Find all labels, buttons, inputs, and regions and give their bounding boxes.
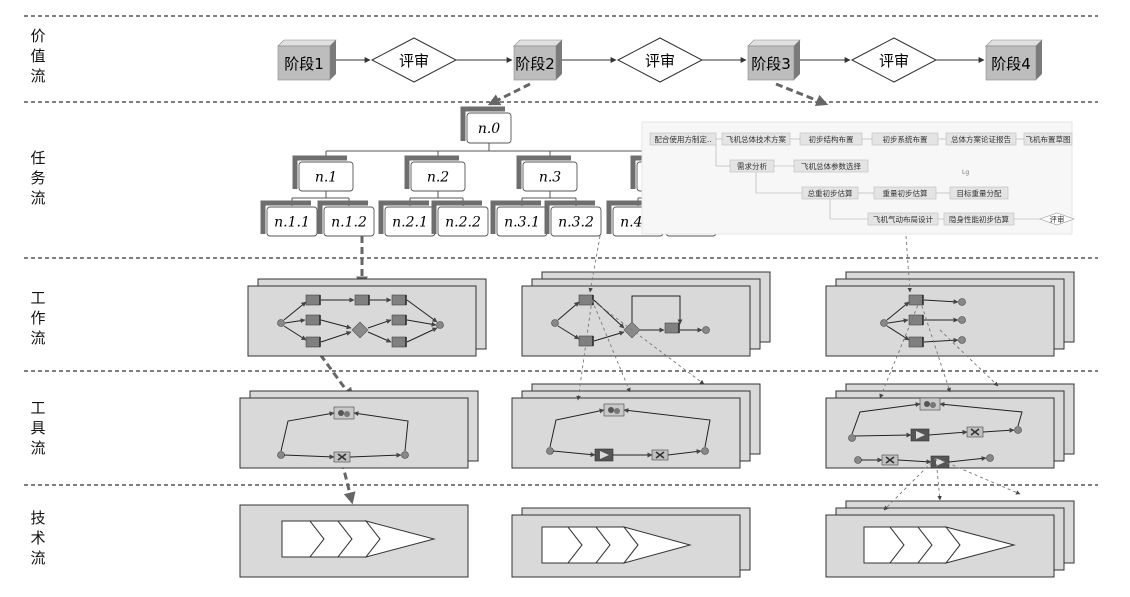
work-panel-3 [825,271,1075,357]
stage-4-box: 阶段4 [985,39,1043,81]
process-step-r4-3: 评审 [1039,212,1075,226]
svg-text:初步系统布置: 初步系统布置 [883,134,928,144]
process-step-r4-2: 隐身性能初步估算 [943,212,1015,226]
svg-text:隐身性能初步估算: 隐身性能初步估算 [949,214,1009,224]
stage-3-box: 阶段3 [747,39,801,81]
svg-text:配合使用方制定..: 配合使用方制定.. [654,134,711,144]
lane-label-tool-stream: 工具流 [30,399,46,457]
review-2-label: 评审 [645,52,675,70]
stage-4-label: 阶段4 [991,55,1031,73]
task-node-l2-6: n.3.2 [544,200,602,237]
svg-text:总体方案论证报告: 总体方案论证报告 [951,134,1011,144]
task-node-l2-5: n.3.1 [490,200,548,237]
lane-label-tech-stream: 技术流 [30,509,46,567]
svg-text:飞机布置草图: 飞机布置草图 [1026,134,1071,144]
task-node-l2-6-label: n.3.2 [558,215,594,231]
process-step-r1-4: 初步系统布置 [871,132,939,146]
tool-panel-2 [511,383,761,469]
process-panel-mark: Lg [962,169,969,176]
process-step-r3-1: 总重初步估算 [801,186,859,200]
task-node-l1-3-label: n.3 [539,170,561,186]
stage-2-label: 阶段2 [515,55,555,73]
svg-text:初步结构布置: 初步结构布置 [809,134,854,144]
task-node-l2-2: n.1.2 [317,200,375,237]
tech-panel-1 [239,504,469,578]
stream-panels [239,271,1075,578]
svg-text:评审: 评审 [1050,214,1065,224]
lane-separators [24,15,1098,486]
process-step-r1-3: 初步结构布置 [799,132,863,146]
task-node-l2-1-label: n.1.1 [274,215,310,231]
task-node-l1-2: n.2 [404,155,466,192]
tech-panel-2 [511,507,751,578]
stage-2-box: 阶段2 [513,39,563,81]
task-node-l1-2-label: n.2 [427,170,449,186]
cross-lane-arrows [312,82,829,505]
svg-text:飞机总体技术方案: 飞机总体技术方案 [726,134,786,144]
svg-text:重量初步估算: 重量初步估算 [883,188,928,198]
task-node-l2-3: n.2.1 [378,200,436,237]
task-node-l1-3: n.3 [516,155,578,192]
process-step-r2-2: 飞机总体参数选择 [793,159,869,173]
lane-label-task-stream: 任务流 [30,149,46,207]
review-diamond-1: 评审 [370,37,458,83]
thin-connectors [576,235,1021,511]
svg-text:目标重量分配: 目标重量分配 [957,188,1002,198]
process-step-r3-2: 重量初步估算 [873,186,937,200]
tech-panel-3 [825,500,1075,578]
svg-text:飞机总体参数选择: 飞机总体参数选择 [801,161,861,171]
process-step-r4-1: 飞机气动布局设计 [867,212,939,226]
task-node-l2-5-label: n.3.1 [504,215,540,231]
tool-panel-1 [239,390,479,469]
task-node-l2-4-label: n.2.2 [445,215,481,231]
work-panel-2 [521,271,771,357]
task-node-l1-1: n.1 [292,155,354,192]
process-step-r1-6: 飞机布置草图 [1023,132,1073,146]
task-node-l2-4: n.2.2 [431,200,489,237]
svg-text:飞机气动布局设计: 飞机气动布局设计 [873,214,933,224]
work-panel-1 [247,278,487,357]
review-3-label: 评审 [879,52,909,70]
process-step-r1-1: 配合使用方制定.. [649,132,717,146]
tool-panel-3 [825,383,1075,469]
task-node-l1-1-label: n.1 [315,170,337,186]
process-step-r3-3: 目标重量分配 [949,186,1009,200]
review-1-label: 评审 [399,52,429,70]
task-node-l2-2-label: n.1.2 [331,215,367,231]
stage-3-label: 阶段3 [751,55,791,73]
stage-1-box: 阶段1 [277,39,337,81]
review-diamond-3: 评审 [850,37,938,83]
value-stream: 阶段1 阶段2 阶段3 阶段4 评审 评审 [277,37,1043,83]
task-node-l2-3-label: n.2.1 [392,215,428,231]
svg-text:需求分析: 需求分析 [737,161,767,171]
review-diamond-2: 评审 [616,37,704,83]
lane-label-work-stream: 工作流 [30,289,46,347]
process-step-r1-5: 总体方案论证报告 [945,132,1017,146]
process-panel: 配合使用方制定.. 飞机总体技术方案 初步结构布置 初步系统布置 总体方案论证报告 飞机布… [641,121,1075,235]
task-node-root-label: n.0 [478,121,500,137]
svg-text:总重初步估算: 总重初步估算 [808,188,853,198]
process-step-r2-1: 需求分析 [729,159,775,173]
lane-label-value-stream: 价值流 [30,27,46,85]
task-node-root: n.0 [460,106,512,144]
task-node-l2-1: n.1.1 [260,200,318,237]
task-tree: n.0n.1n.2n.3n.4n.1.1n.1.2n.2.1n.2.2n.3.1… [260,106,717,237]
stage-1-label: 阶段1 [284,55,324,73]
process-step-r1-2: 飞机总体技术方案 [721,132,791,146]
